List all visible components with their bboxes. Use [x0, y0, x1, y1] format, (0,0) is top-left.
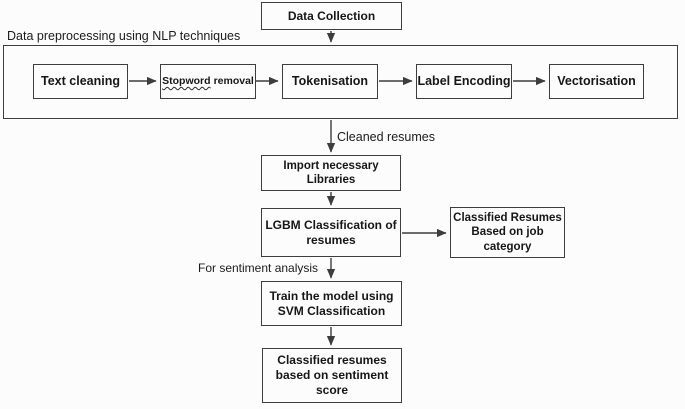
removal-word: removal [213, 74, 254, 87]
node-text-cleaning: Text cleaning [33, 64, 128, 99]
stopword-word: Stopword [162, 74, 211, 87]
for-sentiment-analysis-label: For sentiment analysis [198, 261, 319, 275]
node-tokenisation: Tokenisation [282, 64, 378, 99]
preprocessing-section-label: Data preprocessing using NLP techniques [7, 29, 241, 43]
node-train-svm: Train the model using SVM Classification [261, 281, 402, 326]
node-classified-job-category: Classified Resumes Based on job category [450, 207, 565, 258]
node-label-encoding: Label Encoding [416, 64, 512, 99]
node-classified-sentiment: Classified resumes based on sentiment sc… [262, 348, 402, 403]
cleaned-resumes-label: Cleaned resumes [337, 130, 435, 144]
preprocessing-container [3, 45, 678, 119]
node-lgbm-classification: LGBM Classification of resumes [261, 208, 401, 257]
node-data-collection: Data Collection [261, 2, 402, 30]
node-import-libraries: Import necessary Libraries [261, 155, 401, 191]
node-stopword-removal: Stopword removal [160, 64, 256, 99]
node-vectorisation: Vectorisation [549, 64, 644, 99]
